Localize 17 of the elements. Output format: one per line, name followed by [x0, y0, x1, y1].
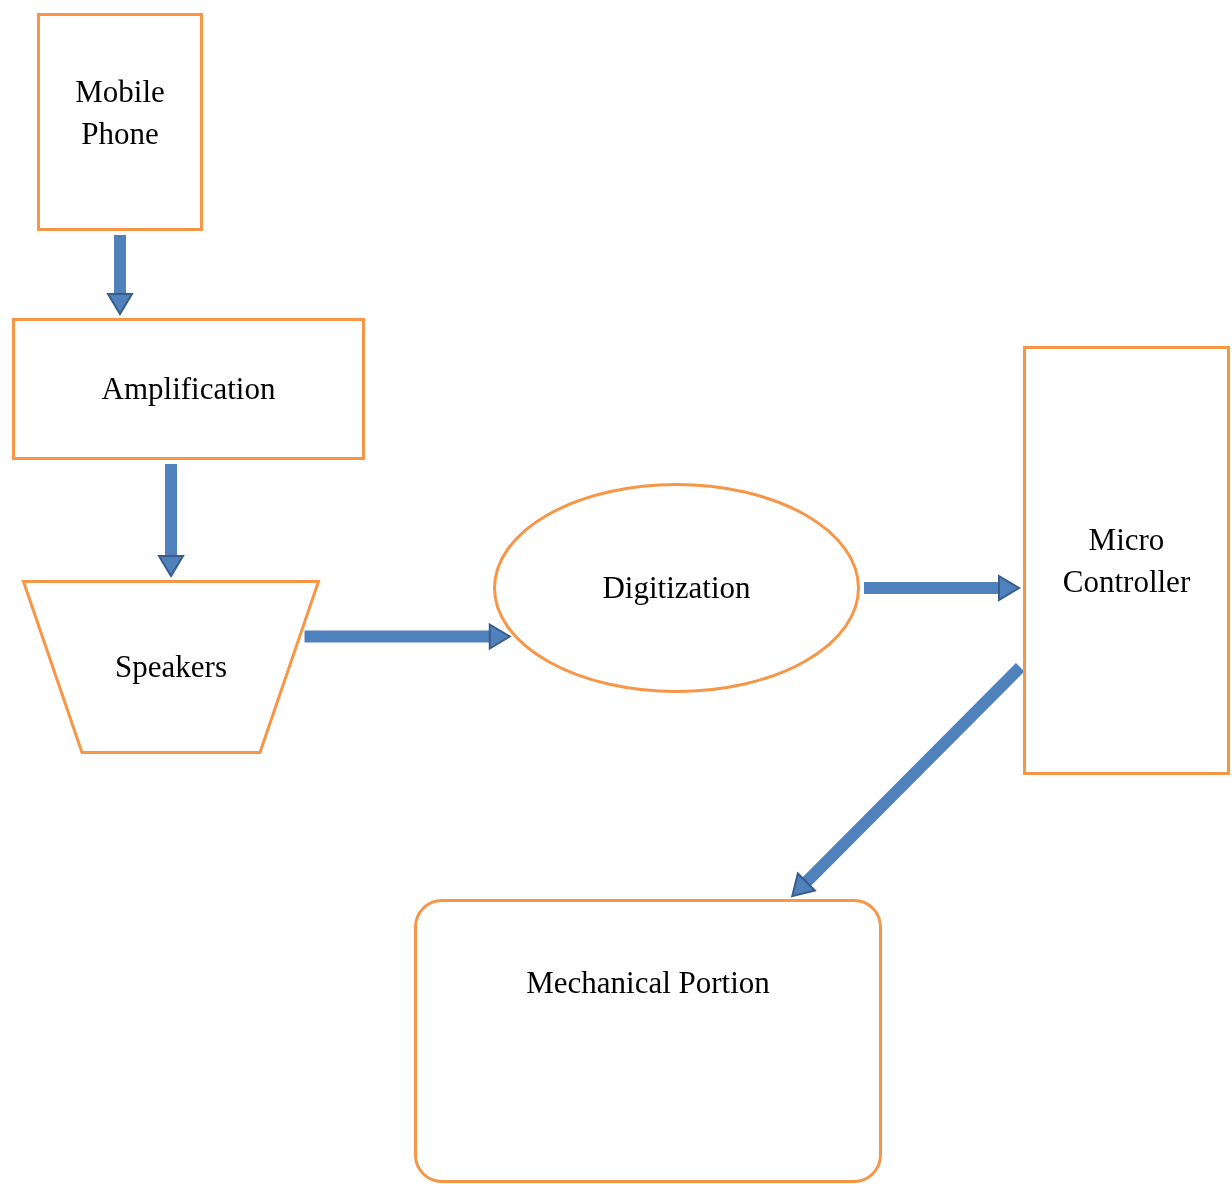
node-label: Mobile Phone — [74, 73, 166, 153]
node-label: Digitization — [601, 569, 752, 607]
rounded-box — [414, 899, 882, 1183]
process-box — [37, 13, 203, 231]
process-box — [1023, 346, 1230, 775]
node-label: Micro Controller — [1061, 520, 1192, 601]
block-arrow — [304, 623, 511, 650]
trapezoid-shape — [22, 580, 320, 754]
block-arrow — [791, 663, 1025, 898]
block-arrow — [864, 575, 1020, 601]
node-label: Mechanical Portion — [525, 964, 771, 1002]
block-arrow — [158, 464, 184, 577]
process-box — [12, 318, 365, 460]
node-label: Amplification — [100, 370, 277, 408]
ellipse-shape — [493, 483, 860, 693]
node-label: Speakers — [114, 648, 228, 686]
block-arrow — [107, 235, 133, 315]
